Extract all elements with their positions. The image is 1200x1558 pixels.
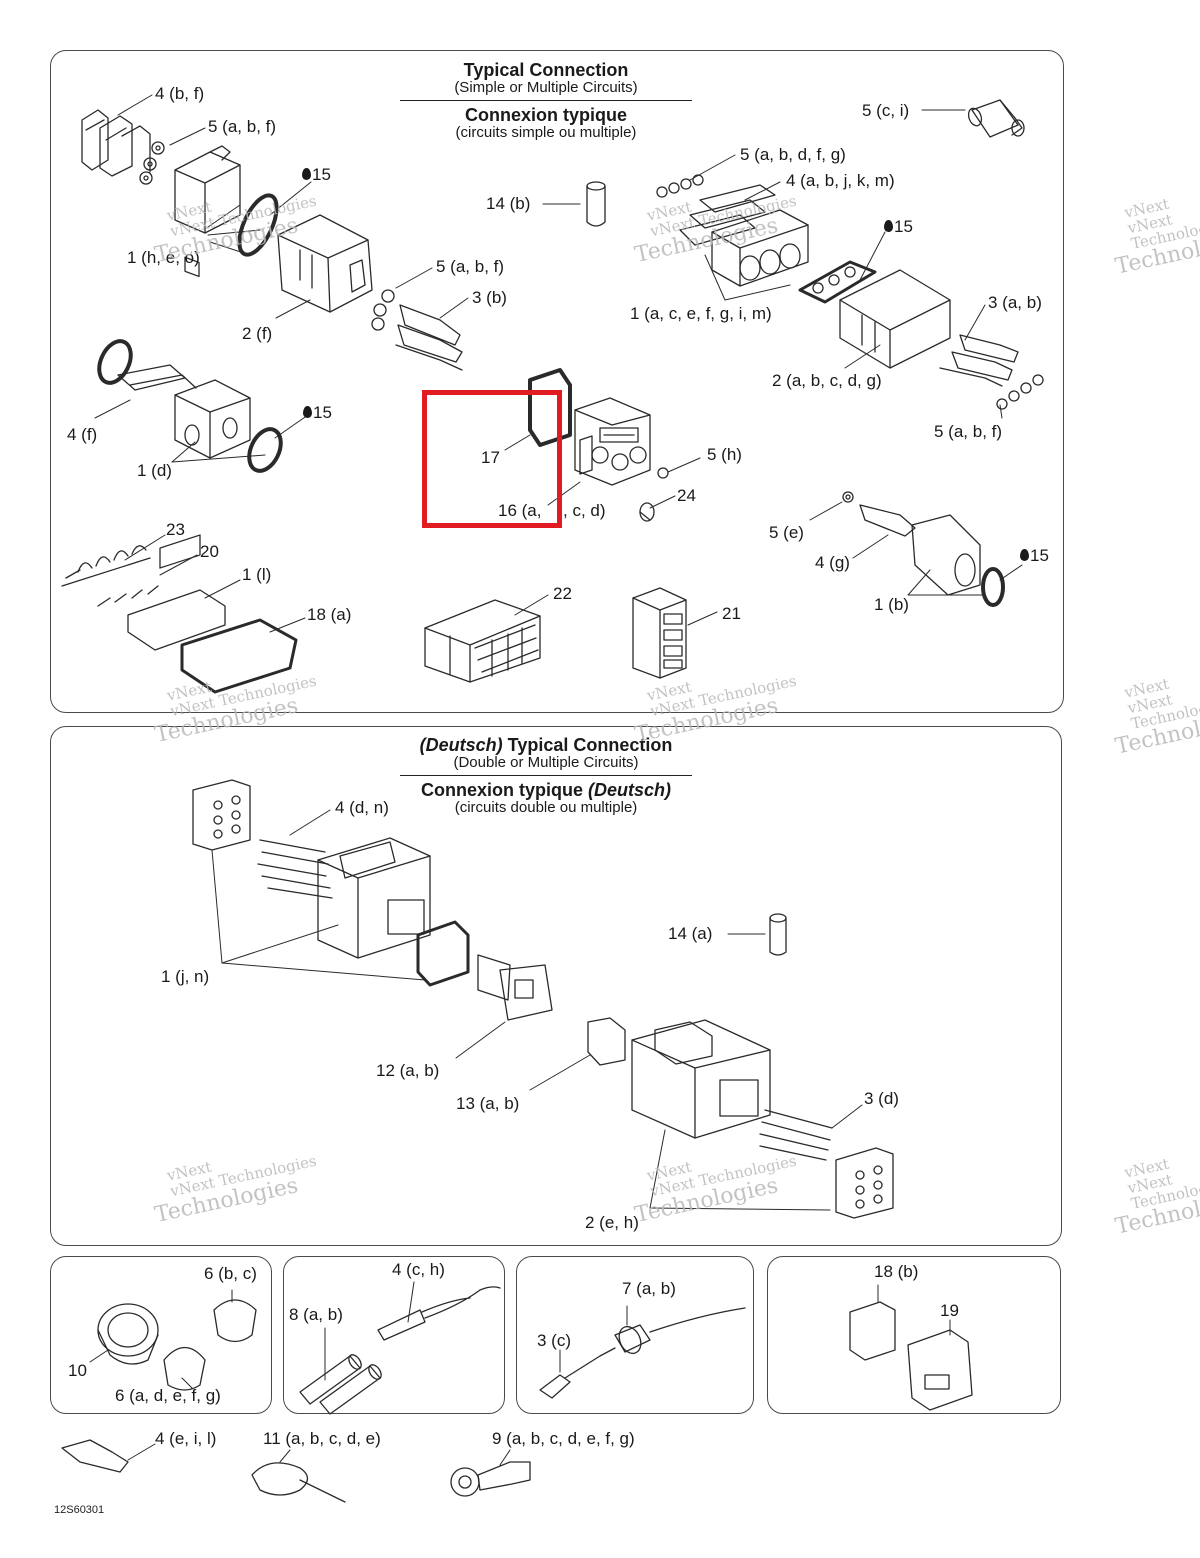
part-label: 15	[1020, 547, 1049, 564]
part-label: 18 (a)	[307, 605, 352, 624]
panel2-title-fr-suffix: (Deutsch)	[588, 779, 672, 800]
panel2-subtitle-fr: (circuits double ou multiple)	[454, 799, 638, 817]
part-label: 20	[200, 542, 219, 561]
connector-group-top-left	[81, 109, 463, 371]
drawing-code: 12S60301	[54, 1504, 105, 1516]
part-label: 1 (h, e, o)	[127, 248, 200, 267]
panel2-title-en-prefix: (Deutsch)	[419, 735, 503, 755]
part-label: 1 (l)	[242, 565, 272, 584]
part-label: 8 (a, b)	[289, 1305, 343, 1324]
part-label: 5 (e)	[769, 523, 804, 542]
part-label: 1 (d)	[137, 461, 172, 480]
part-label: 2 (f)	[242, 324, 273, 343]
part-label: 3 (a, b)	[988, 293, 1042, 312]
part-label: 3 (b)	[472, 288, 507, 307]
panel1-subtitle-fr: (circuits simple ou multiple)	[455, 124, 637, 142]
panel2-title: (Deutsch) Typical Connection (Double or …	[400, 735, 692, 817]
title-divider	[400, 774, 692, 776]
grease-drop-icon	[302, 168, 311, 180]
part-label: 13 (a, b)	[456, 1094, 520, 1113]
panel-sensor	[516, 1256, 754, 1414]
pin-14b	[586, 181, 606, 227]
part-label: 5 (a, b, f)	[934, 422, 1003, 441]
grease-drop-icon	[884, 220, 893, 232]
part-label: 4 (e, i, l)	[155, 1429, 217, 1448]
part-label-text: 15	[313, 403, 332, 422]
connector-group-bottom-left	[61, 534, 298, 694]
part-label: 11 (a, b, c, d, e)	[263, 1429, 381, 1448]
part-label: 2 (e, h)	[585, 1213, 639, 1232]
part-label: 4 (f)	[67, 425, 98, 444]
deutsch-connector-assembly	[192, 779, 894, 1219]
plug-5ci	[967, 99, 1025, 138]
part-label: 15	[884, 218, 913, 235]
leader-lines	[89, 94, 1023, 1466]
part-label: 4 (d, n)	[335, 798, 389, 817]
part-label: 7 (a, b)	[622, 1279, 676, 1298]
sensor-drawing	[539, 1307, 746, 1399]
part-label: 3 (c)	[537, 1331, 571, 1350]
panel-caps	[50, 1256, 272, 1414]
part-label: 14 (b)	[486, 194, 531, 213]
title-divider	[400, 99, 692, 101]
part-label: 19	[940, 1301, 959, 1320]
part-label: 14 (a)	[668, 924, 713, 943]
fuse-block-22	[424, 599, 541, 683]
part-label: 2 (a, b, c, d, g)	[772, 371, 882, 390]
part-label: , c, d)	[563, 501, 606, 520]
part-label: 24	[677, 486, 696, 505]
panel2-title-fr-text: Connexion typique	[420, 779, 583, 800]
part-label: 17	[481, 448, 500, 467]
part-label: 5 (a, b, f)	[436, 257, 505, 276]
part-label-text: 15	[894, 217, 913, 236]
part-label: 15	[303, 404, 332, 421]
fuse-block-21	[632, 587, 687, 679]
connector-group-top-right	[656, 174, 1044, 410]
part-label: 21	[722, 604, 741, 623]
part-label: 6 (a, d, e, f, g)	[115, 1386, 221, 1405]
panel1-subtitle-en: (Simple or Multiple Circuits)	[454, 79, 638, 97]
part-label: 5 (a, b, d, f, g)	[740, 145, 846, 164]
connector-16-17	[528, 368, 669, 522]
part-label: 5 (a, b, f)	[208, 117, 277, 136]
part-label-text: 15	[312, 165, 331, 184]
part-label: 23	[166, 520, 185, 539]
grease-drop-icon	[303, 406, 312, 418]
part-label: 18 (b)	[874, 1262, 919, 1281]
panel1-title: Typical Connection (Simple or Multiple C…	[400, 60, 692, 142]
panel1-title-en: Typical Connection	[463, 60, 629, 80]
part-label: 5 (c, i)	[862, 101, 910, 120]
panel2-subtitle-en: (Double or Multiple Circuits)	[453, 754, 639, 772]
part-label: 3 (d)	[864, 1089, 899, 1108]
highlight-box-17-16[interactable]	[422, 390, 562, 528]
part-label: 12 (a, b)	[376, 1061, 440, 1080]
panel1-title-fr: Connexion typique	[465, 104, 627, 125]
part-label-text: 15	[1030, 546, 1049, 565]
part-label: 1 (a, c, e, f, g, i, m)	[630, 304, 772, 323]
part-label: 9 (a, b, c, d, e, f, g)	[492, 1429, 635, 1448]
panel2-title-fr: Connexion typique (Deutsch)	[400, 780, 692, 800]
panel2-title-en-text: Typical Connection	[507, 735, 673, 755]
part-label: 16 (a,	[498, 501, 542, 520]
panel-fuse-holder	[767, 1256, 1061, 1414]
connector-group-1b	[842, 491, 1005, 607]
grease-drop-icon	[1020, 549, 1029, 561]
connector-group-mid-left	[97, 339, 283, 473]
part-label: 5 (h)	[707, 445, 742, 464]
part-label: 10	[68, 1361, 87, 1380]
caps-drawing	[97, 1299, 257, 1391]
part-label: 1 (b)	[874, 595, 909, 614]
part-label: 6 (b, c)	[204, 1264, 257, 1283]
part-label: 4 (a, b, j, k, m)	[786, 171, 895, 190]
part-label: 4 (g)	[815, 553, 850, 572]
part-label: 4 (c, h)	[392, 1260, 445, 1279]
part-label: 22	[553, 584, 572, 603]
part-label: 4 (b, f)	[155, 84, 205, 103]
part-label: 15	[302, 166, 331, 183]
fuses-drawing	[299, 1286, 501, 1415]
panel2-title-en: (Deutsch) Typical Connection	[400, 735, 692, 755]
part-label: 1 (j, n)	[161, 967, 210, 986]
bottom-parts-drawing	[61, 1439, 531, 1503]
